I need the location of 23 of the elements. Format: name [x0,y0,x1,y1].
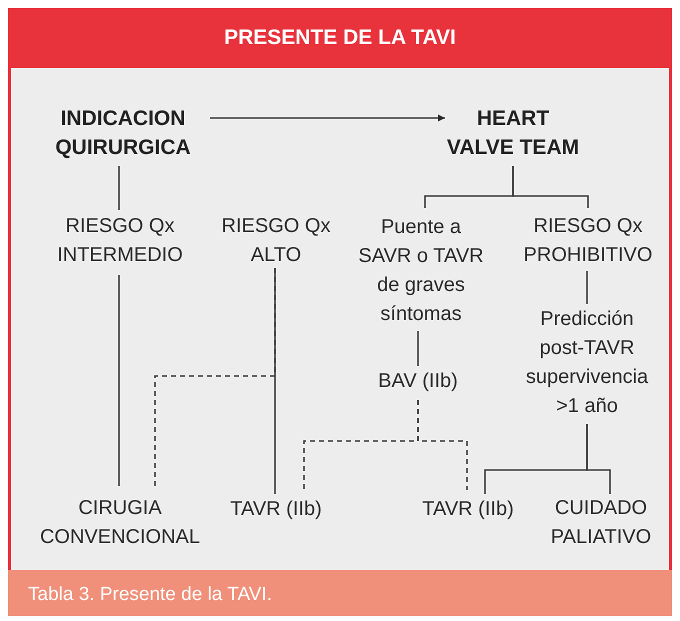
node-text: RIESGO Qx ALTO [220,214,332,268]
node-text: Predicción post-TAVR supervivencia >1 año [524,307,650,419]
connector-line [118,166,120,210]
node-text: CUIDADO PALIATIVO [550,496,652,550]
caption: Tabla 3. Presente de la TAVI. [28,584,272,606]
node-text: CIRUGIA CONVENCIONAL [38,496,202,550]
node-text: BAV (IIb) [378,368,458,394]
node-text: RIESGO Qx PROHIBITIVO [522,214,654,268]
connector-line [586,424,611,494]
node-text: TAVR (IIb) [230,496,322,522]
dashed-connector [154,268,276,486]
node-text: TAVR (IIb) [422,496,514,522]
connector-line [512,166,589,208]
heading-text: HEART VALVE TEAM [446,106,580,161]
dashed-connector [417,400,468,490]
connector-line [118,275,120,486]
node-text: Puente a SAVR o TAVR de graves síntomas [358,215,484,327]
connector-line [417,331,419,366]
node-text: RIESGO Qx INTERMEDIO [56,214,184,268]
title: PRESENTE DE LA TAVI [223,26,457,50]
connector-line [586,271,588,304]
heading-text: INDICACION QUIRURGICA [54,106,192,161]
arrow [210,114,445,122]
